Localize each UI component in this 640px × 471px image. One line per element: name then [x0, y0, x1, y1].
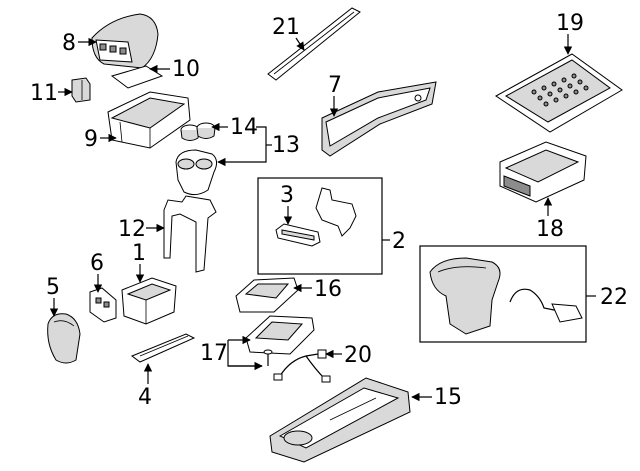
callout-19: 19 [556, 11, 584, 36]
callout-14: 14 [230, 115, 258, 140]
part-22-parking-brake [429, 257, 583, 335]
mat-dots [531, 73, 589, 107]
callout-11: 11 [30, 81, 58, 106]
part-16-switch-panel [235, 277, 299, 313]
part-22-group-box [419, 245, 587, 343]
part-11-clip [71, 77, 91, 103]
callout-3: 3 [280, 183, 294, 208]
callout-2: 2 [392, 229, 406, 254]
callout-12: 12 [118, 217, 146, 242]
callout-9: 9 [84, 127, 98, 152]
part-14-cup-insert [180, 122, 216, 141]
callout-21: 21 [272, 15, 300, 40]
part-8-armrest-lid [91, 13, 159, 69]
part-9-storage-bin [107, 91, 191, 149]
callout-13: 13 [272, 133, 300, 158]
part-20-harness [273, 349, 331, 383]
callout-7: 7 [328, 73, 342, 98]
callout-5: 5 [46, 275, 60, 300]
callout-4: 4 [138, 385, 152, 410]
part-7-side-panel [321, 81, 437, 157]
part-4-trim-strip [130, 333, 196, 363]
part-17-bezel [245, 315, 315, 355]
callout-17: 17 [200, 341, 228, 366]
part-12-bracket [163, 195, 217, 273]
callout-22: 22 [600, 285, 628, 310]
part-1-pocket [121, 277, 177, 325]
callout-1: 1 [132, 241, 146, 266]
part-19-mat [495, 53, 623, 133]
callout-8: 8 [62, 31, 76, 56]
part-6-switch [89, 287, 117, 323]
part-18-tray [499, 141, 587, 203]
part-2-group-box [257, 177, 383, 275]
callout-10: 10 [172, 57, 200, 82]
part-3-clip [275, 223, 321, 247]
part-2-bracket [315, 187, 357, 237]
part-5-shift-knob [47, 313, 81, 364]
part-21-trim-strip [267, 7, 361, 81]
part-15-console-base [269, 377, 411, 463]
part-13-cup-holder [175, 149, 218, 196]
callout-16: 16 [314, 277, 342, 302]
callout-6: 6 [90, 251, 104, 276]
callout-18: 18 [536, 217, 564, 242]
callout-20: 20 [344, 343, 372, 368]
part-17-screw [263, 349, 273, 366]
callout-15: 15 [434, 385, 462, 410]
